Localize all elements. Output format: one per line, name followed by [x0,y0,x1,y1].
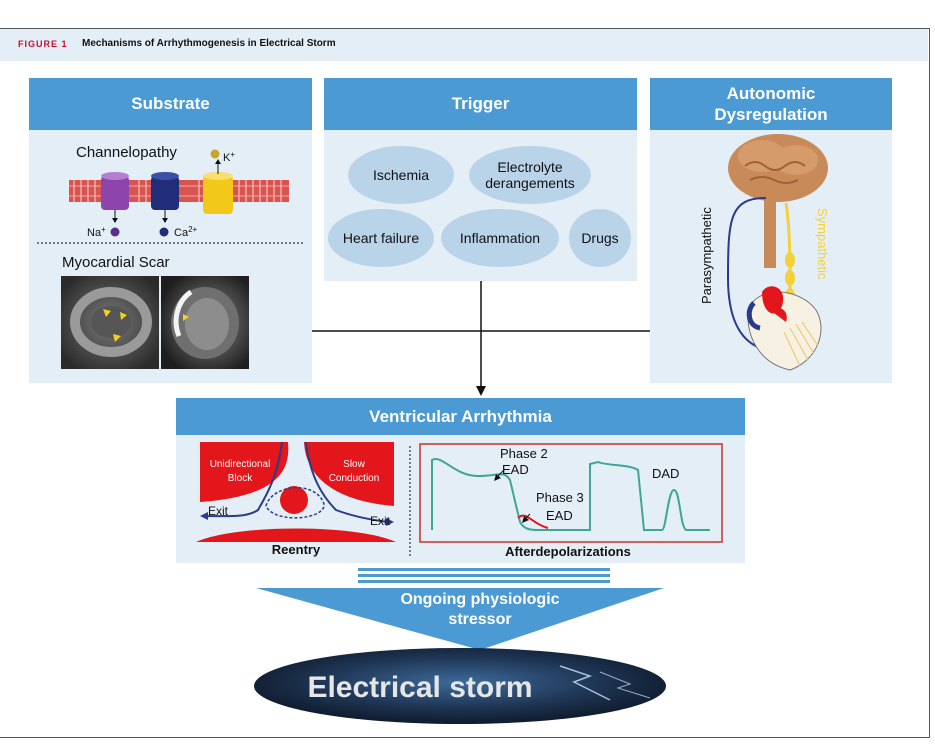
sodium-channel-icon [101,172,129,223]
phase2-label: Phase 2 [500,446,548,461]
calcium-ion-icon [159,227,169,237]
autonomic-heading: Autonomic Dysregulation [650,78,892,130]
dad-label: DAD [652,466,679,481]
figure-title: Mechanisms of Arrhythmogenesis in Electr… [82,38,336,49]
lightning-icon [559,665,611,701]
parasympathetic-label: Parasympathetic [699,207,714,304]
trigger-heading: Trigger [324,78,637,130]
potassium-channel-icon [203,149,233,214]
ventricular-arrhythmia-heading: Ventricular Arrhythmia [176,398,745,435]
autonomic-panel: Autonomic Dysregulation [650,78,892,383]
autonomic-heading-line2: Dysregulation [714,105,828,124]
figure-title-strip [0,29,928,61]
trigger-inflammation: Inflammation [441,209,559,267]
electrical-storm-label: Electrical storm [307,671,532,704]
substrate-heading: Substrate [29,78,312,130]
stressor-line2: stressor [448,611,512,628]
afterdepolarization-diagram: Phase 2 EAD Phase 3 EAD DAD Afterdepolar… [419,443,723,559]
autonomic-heading-line1: Autonomic [726,84,816,103]
trigger-electrolyte-derangements: Electrolyte derangements [469,146,591,204]
ca-ion-label: Ca2+ [174,225,198,239]
stressor-label: Ongoing physiologic stressor [330,590,630,630]
calcium-channel-icon [151,172,179,223]
trigger-drugs: Drugs [569,209,631,267]
myocardial-scar-label: Myocardial Scar [62,254,170,271]
ion-channel-diagram: K+ Na+ Ca2+ [37,149,305,244]
afterdepolarizations-caption: Afterdepolarizations [505,544,631,559]
trigger-panel: Trigger Ischemia Electrolyte derangement… [324,78,637,281]
k-ion-label: K+ [223,150,235,164]
exit-right-label: Exit [370,514,391,528]
stressor-line1: Ongoing physiologic [400,591,560,608]
trigger-ischemia: Ischemia [348,146,454,204]
ead1-label: EAD [502,462,529,477]
down-arrow-icon [476,386,486,396]
sympathetic-label: Sympathetic [815,208,830,280]
figure-label: FIGURE 1 [18,39,68,49]
phase3-label: Phase 3 [536,490,584,505]
trigger-heart-failure: Heart failure [328,209,434,267]
exit-left-label: Exit [208,504,229,518]
heart-icon [746,286,822,371]
brain-icon [728,134,828,202]
substrate-panel: Substrate Channelopathy [29,78,312,383]
mri-scar-images [61,276,249,369]
ead2-label: EAD [546,508,573,523]
brain-heart-illustration: Parasympathetic Sympathetic [699,134,830,371]
channelopathy-label: Channelopathy [76,144,177,161]
figure-frame [0,28,930,738]
na-ion-label: Na+ [87,225,106,239]
sodium-ion-icon [110,227,120,237]
reentry-caption: Reentry [272,542,321,557]
